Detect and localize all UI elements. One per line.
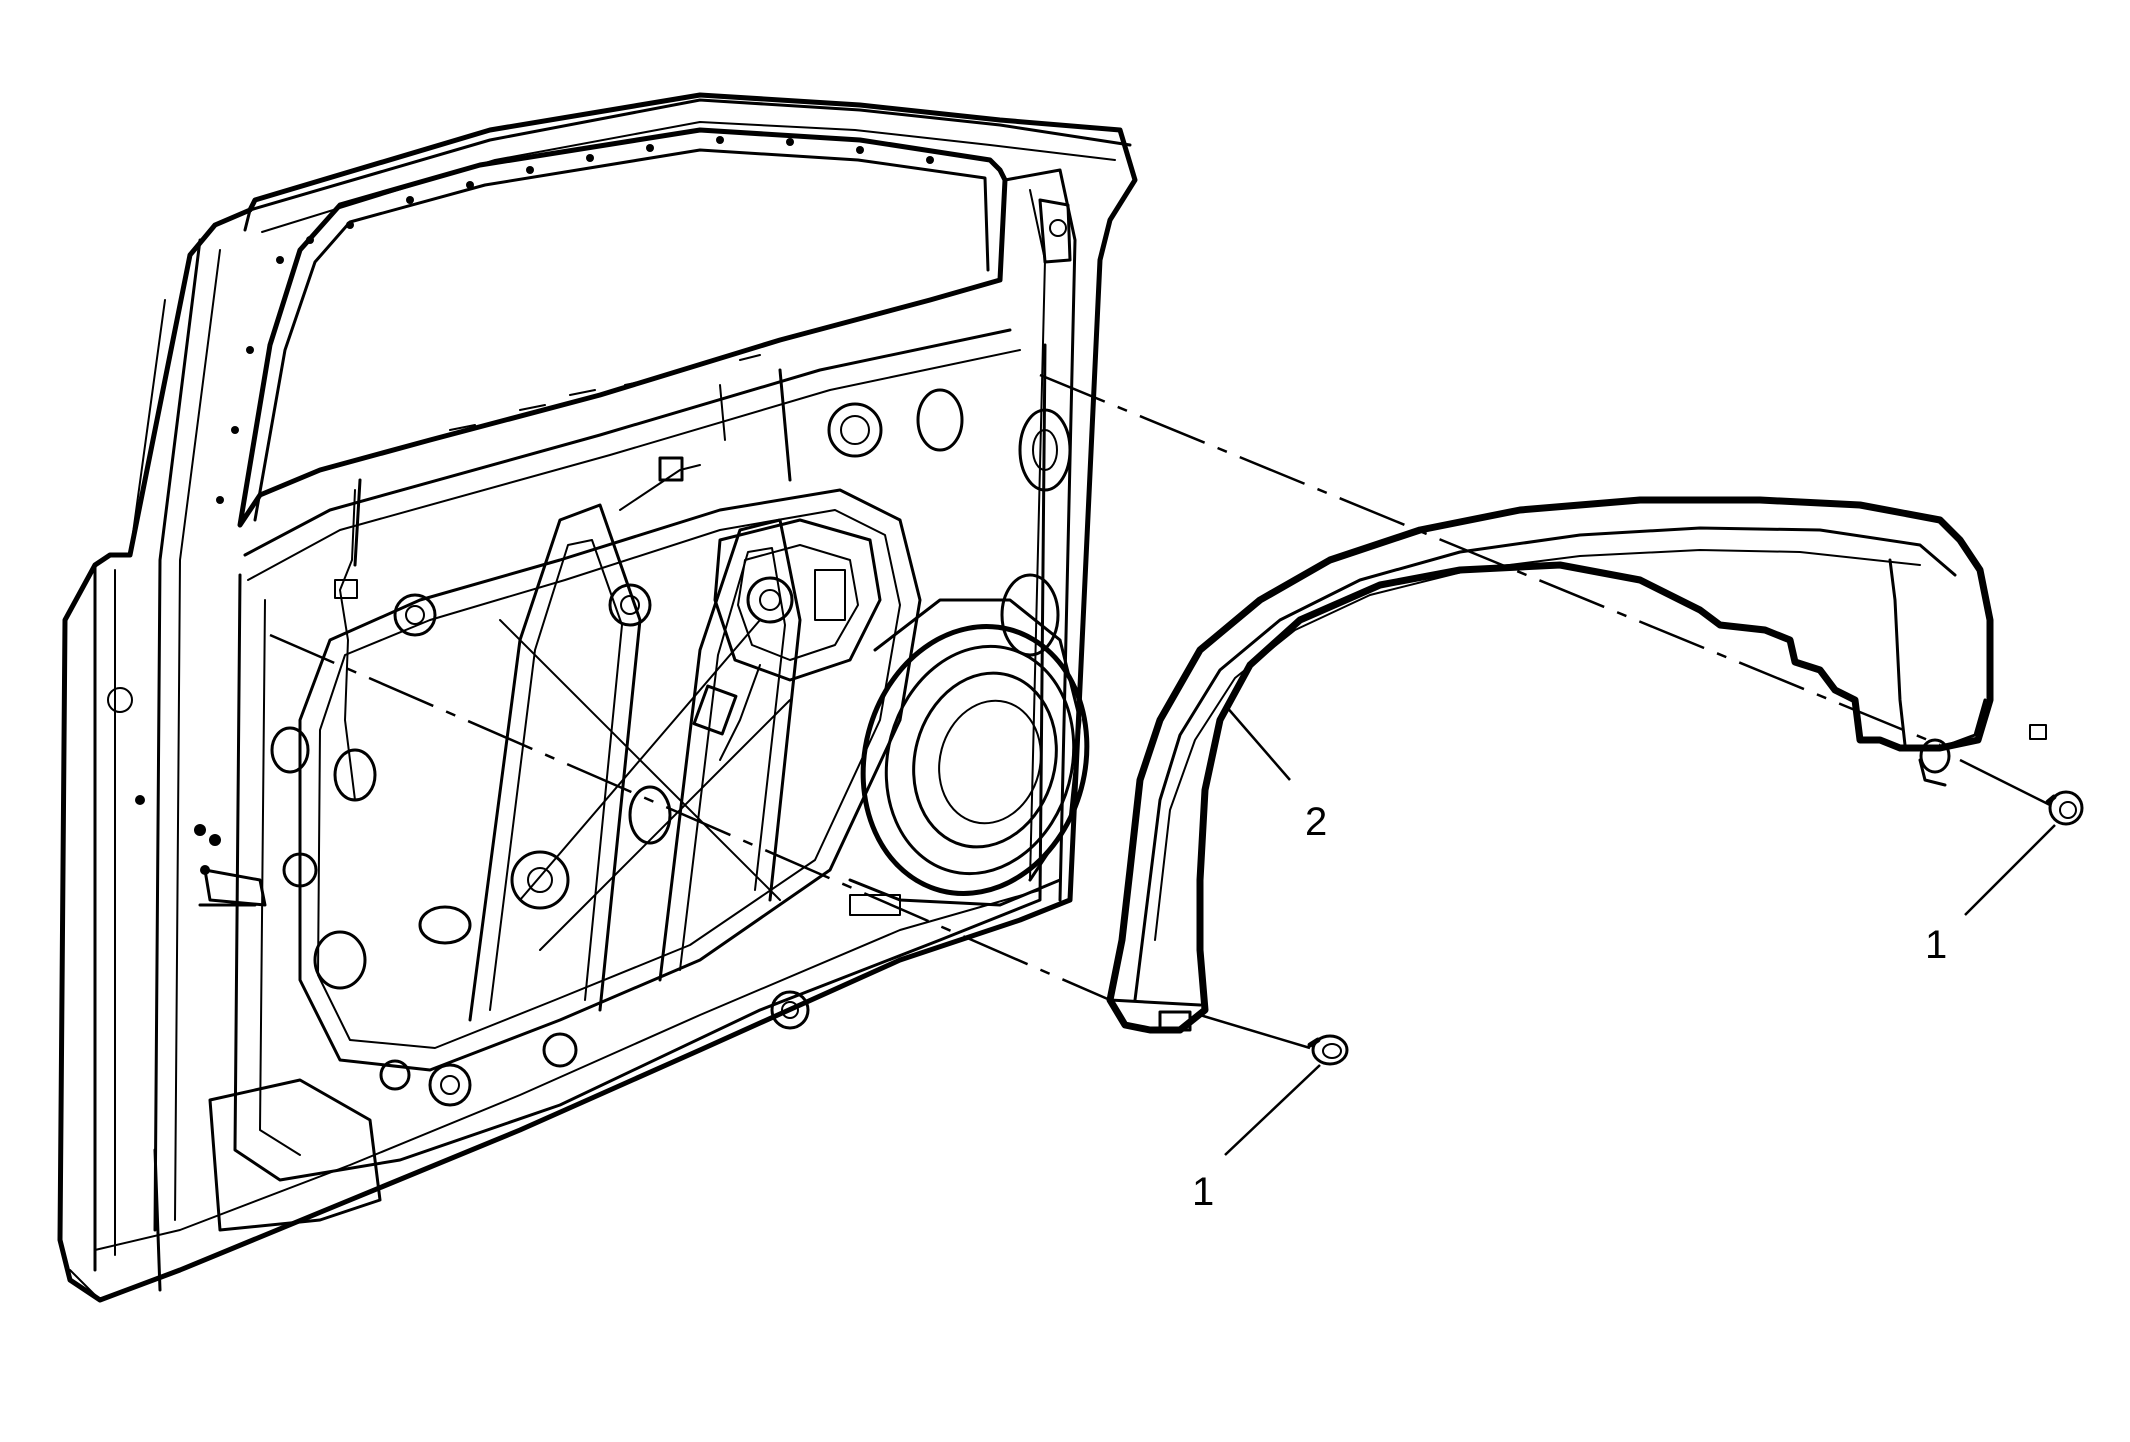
front-door-assembly — [57, 92, 1138, 1303]
alignment-lines — [269, 373, 1941, 1002]
callout-leaders — [1224, 704, 2056, 1156]
window-frame-trim — [1106, 496, 2047, 1034]
callout-label-trim: 2 — [1305, 800, 1327, 844]
fastener-rear — [2045, 790, 2084, 826]
callout-label-fastener-front: 1 — [1192, 1170, 1214, 1214]
callout-label-fastener-rear: 1 — [1925, 923, 1947, 967]
frame-holes — [107, 136, 934, 875]
fastener-front — [1307, 1034, 1349, 1066]
